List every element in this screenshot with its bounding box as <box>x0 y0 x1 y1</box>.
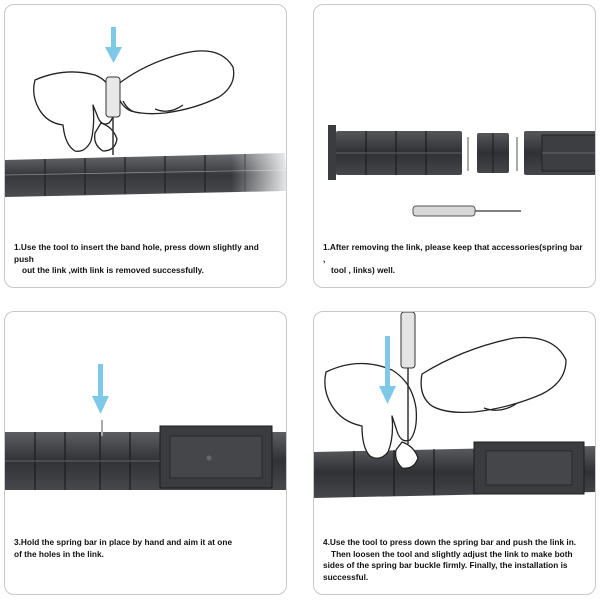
step-4-illustration <box>314 312 595 498</box>
watch-band-illustration <box>328 125 595 180</box>
down-arrow-icon <box>92 364 109 414</box>
step-3-illustration <box>5 364 286 490</box>
spring-bar-tool-illustration <box>412 205 521 217</box>
step-2-illustration <box>328 125 595 180</box>
caption-line: 3.Hold the spring bar in place by hand a… <box>14 537 233 547</box>
caption-line: tool , links) well. <box>331 265 396 275</box>
caption-line: successful. <box>323 571 369 582</box>
caption-line: Then loosen the tool and slightly adjust… <box>331 548 573 559</box>
watch-band-illustration <box>5 145 286 205</box>
caption-line: 1.Use the tool to insert the band hole, … <box>14 242 259 264</box>
down-arrow-icon <box>105 27 122 63</box>
hand-illustration <box>33 50 235 152</box>
step-2-panel: 1.After removing the link, please keep t… <box>313 4 596 288</box>
step-4-caption: 4.Use the tool to press down the spring … <box>323 537 587 583</box>
step-3-caption: 3.Hold the spring bar in place by hand a… <box>14 537 278 560</box>
caption-line: of the holes in the link. <box>14 548 104 559</box>
watch-band-illustration <box>314 441 595 498</box>
step-1-panel: 1.Use the tool to insert the band hole, … <box>4 4 287 288</box>
spring-bar-tool-illustration <box>105 76 121 155</box>
watch-band-illustration <box>5 420 286 490</box>
step-2-caption: 1.After removing the link, please keep t… <box>323 242 587 277</box>
step-1-caption: 1.Use the tool to insert the band hole, … <box>14 242 278 277</box>
caption-line: out the link ,with link is removed succe… <box>22 265 204 275</box>
down-arrow-icon <box>379 336 396 404</box>
caption-line: 1.After removing the link, please keep t… <box>323 242 583 264</box>
caption-line: 4.Use the tool to press down the spring … <box>323 537 577 547</box>
step-4-panel: 4.Use the tool to press down the spring … <box>313 311 596 595</box>
spring-bar-tool-illustration <box>400 312 416 444</box>
step-3-panel: 3.Hold the spring bar in place by hand a… <box>4 311 287 595</box>
caption-line: sides of the spring bar buckle firmly. F… <box>323 560 568 570</box>
step-1-illustration <box>5 27 286 205</box>
